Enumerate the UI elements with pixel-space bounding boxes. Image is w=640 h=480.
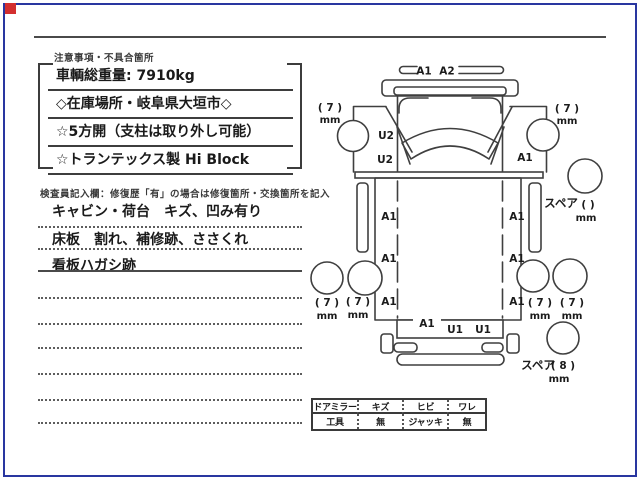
damage-label-bed-left-1: A1 <box>381 211 396 223</box>
ruled-line-blank <box>38 323 302 325</box>
inspector-section-label: 検査員記入欄：修復歴「有」の場合は修復箇所・交換箇所を記入 <box>40 189 331 200</box>
tire-spare-lower <box>546 321 580 355</box>
front-bumper-outer <box>381 79 519 97</box>
ruled-line <box>38 248 302 250</box>
ruled-line-blank <box>38 347 302 349</box>
cab-corner-right <box>471 97 502 114</box>
damage-label-bed-left-3: A1 <box>381 296 396 308</box>
equip-cell-door-mirror: ドアミラー <box>313 400 357 414</box>
notes-section-label: 注意事項・不具合箇所 <box>54 53 155 64</box>
windshield-band <box>401 127 499 160</box>
spare-upper-label: スペア <box>544 196 578 210</box>
truck-top-view-diagram: A1 A2 U2 U2 A1 A1 A1 A1 A1 A1 A1 A1 U1 U… <box>310 65 603 385</box>
damage-label-rear-a1: A1 <box>419 318 434 330</box>
tread-front-right-value: ( 7 ) <box>555 103 579 115</box>
rear-bumper-bar <box>396 353 505 366</box>
spare-lower-unit: mm <box>549 374 570 385</box>
a-pillar-left-2 <box>396 126 411 165</box>
tire-spare-upper <box>567 158 603 194</box>
tread-front-left-value: ( 7 ) <box>318 102 342 114</box>
tire-rear-right-outer <box>552 258 588 294</box>
notes-box: 車輌総重量: 7910kg ◇在庫場所・岐阜県大垣市◇ ☆5方開（支柱は取り外し… <box>38 63 302 175</box>
tire-rear-right-inner <box>516 259 550 293</box>
bracket-right <box>287 63 302 169</box>
damage-label-bed-right-3: A1 <box>509 296 524 308</box>
spare-lower-value: ( 8 ) <box>551 360 575 372</box>
tail-lamp-right <box>481 342 504 353</box>
ruled-line-blank <box>38 297 302 299</box>
equipment-table: ドアミラー キズ ヒビ ワレ 工具 無 ジャッキ 無 <box>311 398 487 431</box>
inspector-entry-signboard: 看板ハガシ跡 <box>52 258 136 274</box>
note-body-open-type: ☆5方開（支柱は取り外し可能） <box>48 119 293 147</box>
red-corner-marker <box>5 3 16 14</box>
ruled-line <box>38 270 302 272</box>
tire-rear-left-outer <box>310 261 344 295</box>
rear-wing-left <box>380 333 394 354</box>
tread-front-right-unit: mm <box>557 116 578 127</box>
spare-lower-label: スペア <box>521 358 555 372</box>
tread-rear-right-outer-value: ( 7 ) <box>560 297 584 309</box>
tire-rear-left-inner <box>347 260 383 296</box>
bracket-left <box>38 63 53 169</box>
damage-label-bed-left-2: A1 <box>381 253 396 265</box>
spare-upper-unit: mm <box>576 213 597 224</box>
tread-rear-right-inner-unit: mm <box>530 311 551 322</box>
damage-label-u2-upper: U2 <box>378 130 394 142</box>
damage-label-bed-right-2: A1 <box>509 253 524 265</box>
inspector-entry-floor: 床板 割れ、補修跡、ささくれ <box>52 232 249 248</box>
rub-rail-left <box>356 182 369 253</box>
tread-front-left-unit: mm <box>320 115 341 126</box>
tread-rear-right-outer-unit: mm <box>562 311 583 322</box>
equip-cell-tools: 工具 <box>326 418 344 428</box>
ruled-line-blank <box>38 373 302 375</box>
damage-label-cab-right-a1: A1 <box>517 152 532 164</box>
cab-base-bar <box>354 171 544 179</box>
equip-cell-break: ワレ <box>447 400 485 414</box>
tail-lamp-left <box>393 342 418 353</box>
tire-front-left <box>336 119 370 153</box>
tread-rear-left-inner-unit: mm <box>348 310 369 321</box>
top-divider-line <box>34 36 606 38</box>
ruled-line <box>38 226 302 228</box>
rub-rail-right <box>528 182 542 253</box>
front-capsule-right <box>458 65 505 75</box>
tread-rear-right-inner-value: ( 7 ) <box>528 297 552 309</box>
note-body-maker: ☆トランテックス製 Hi Block <box>48 147 293 175</box>
ruled-line-blank <box>38 422 302 424</box>
front-capsule-left <box>398 65 418 75</box>
label-mask <box>413 315 441 325</box>
front-bumper-inner <box>393 86 507 96</box>
equip-cell-scratch: キズ <box>357 400 402 414</box>
a-pillar-right-1 <box>487 106 513 153</box>
a-pillar-left-1 <box>385 106 413 153</box>
damage-label-rear-u1-left: U1 <box>447 324 463 336</box>
spare-upper-value: ( ) <box>581 199 594 211</box>
tread-rear-left-outer-unit: mm <box>317 311 338 322</box>
damage-label-bed-right-1: A1 <box>509 211 524 223</box>
tread-rear-left-inner-value: ( 7 ) <box>346 296 370 308</box>
tire-front-right <box>526 118 560 152</box>
rear-wing-right <box>506 333 520 354</box>
ruled-line-blank <box>38 399 302 401</box>
tread-rear-left-outer-value: ( 7 ) <box>315 297 339 309</box>
damage-label-u2-lower: U2 <box>377 154 393 166</box>
cab-corner-left <box>398 97 429 114</box>
note-gross-weight: 車輌総重量: 7910kg <box>48 63 293 91</box>
equip-cell-jack: ジャッキ <box>402 414 447 429</box>
damage-label-front-a1: A1 <box>416 66 431 78</box>
inspector-entry-cabin: キャビン・荷台 キズ、凹み有り <box>52 204 262 220</box>
equip-cell-jack-none: 無 <box>447 414 485 429</box>
damage-label-rear-u1-right: U1 <box>475 324 491 336</box>
equip-cell-tools-none: 無 <box>357 414 402 429</box>
equip-cell-crack: ヒビ <box>402 400 447 414</box>
note-stock-location: ◇在庫場所・岐阜県大垣市◇ <box>48 91 293 119</box>
damage-label-front-a2: A2 <box>439 66 454 78</box>
a-pillar-right-2 <box>490 126 505 165</box>
